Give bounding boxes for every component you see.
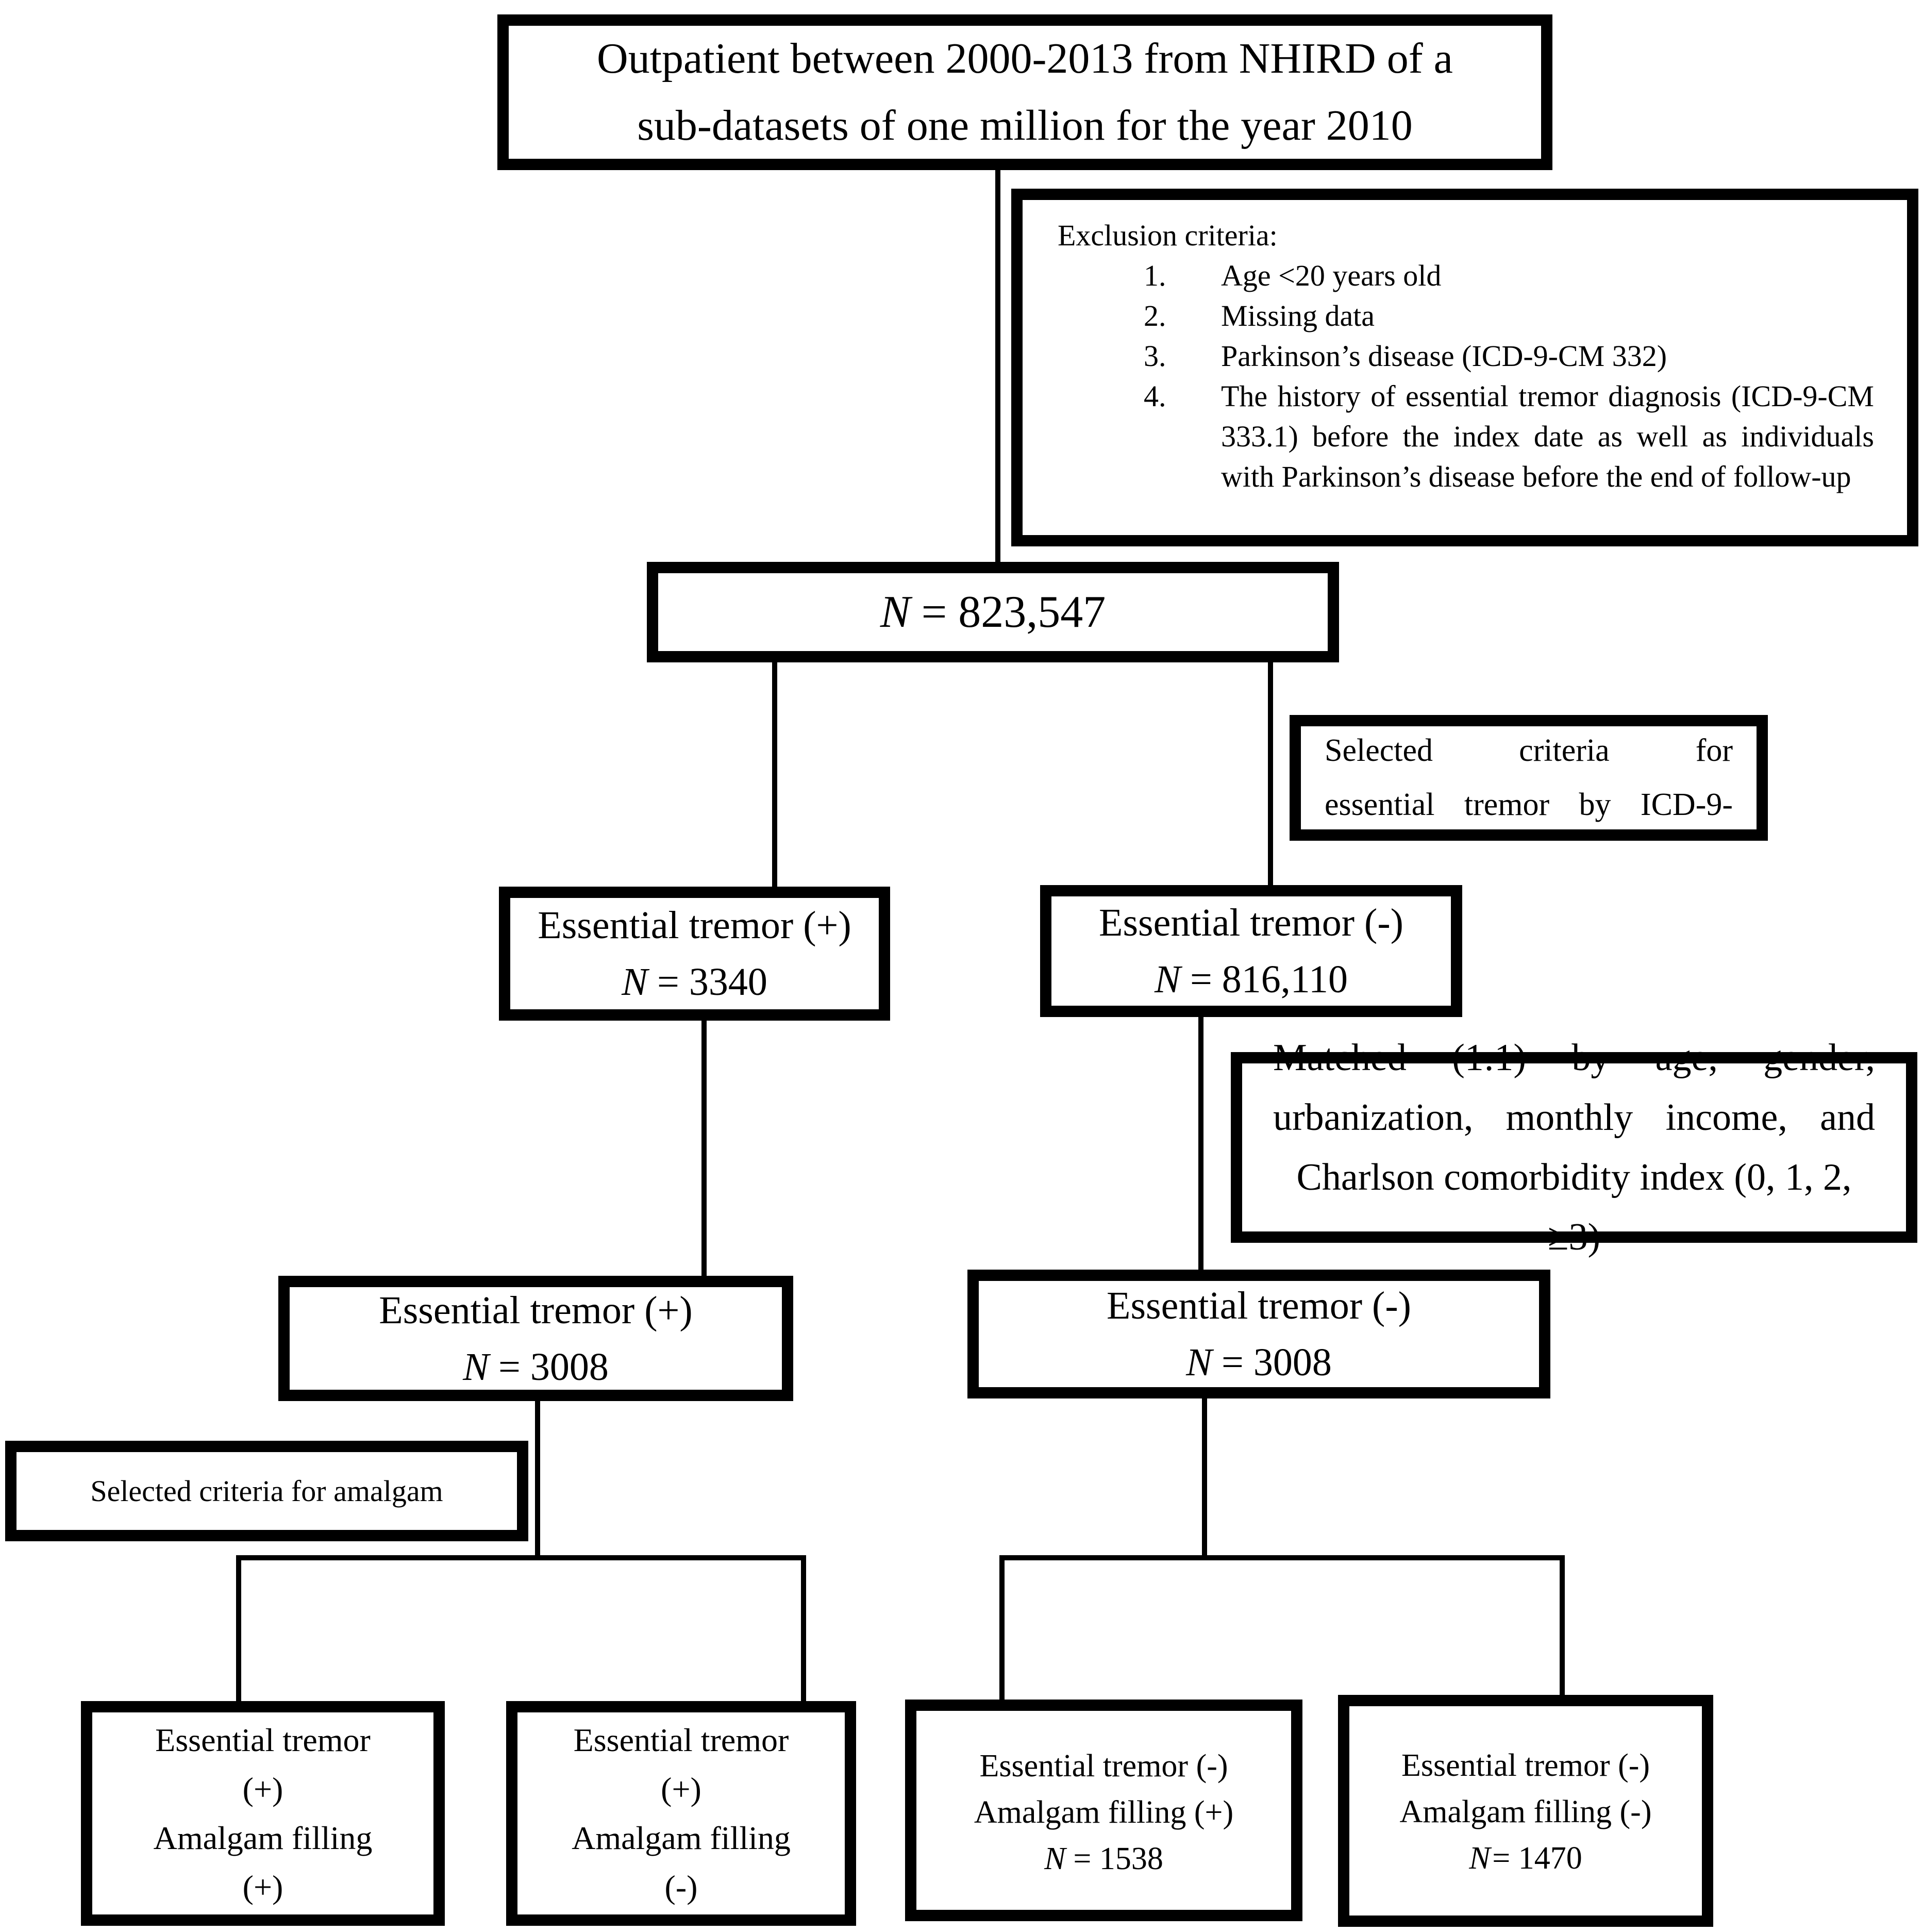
box-matched-criteria: Matched (1:1) by age, gender, urbanizati… <box>1231 1037 1917 1258</box>
exclusion-title: Exclusion criteria: <box>1058 219 1278 252</box>
selected-amalgam-text: Selected criteria for amalgam <box>90 1474 443 1508</box>
et-positive-3008-n: N= 3008 <box>463 1339 609 1395</box>
box-essential-tremor-positive-3340: Essential tremor (+) N= 3340 <box>499 887 890 1021</box>
et-positive-3340-n-symbol: N <box>622 960 648 1004</box>
et-neg-af-pos-n-number: = 1538 <box>1073 1841 1163 1876</box>
et-neg-af-pos-line2: Amalgam filling (+) <box>974 1795 1234 1830</box>
exclusion-item-3-number: 3. <box>1144 339 1166 373</box>
exclusion-item-1-text: Age <20 years old <box>1221 259 1442 292</box>
et-negative-816110-n-symbol: N <box>1155 958 1181 1001</box>
outpatient-source-line1: Outpatient between 2000-2013 from NHIRD … <box>597 35 1453 82</box>
n-total-number: = 823,547 <box>921 587 1106 637</box>
exclusion-item-4: 4. The history of essential tremor diagn… <box>1033 376 1876 497</box>
et-neg-af-neg-n: N= 1470 <box>1469 1835 1582 1881</box>
et-neg-af-pos-n-symbol: N <box>1044 1841 1066 1876</box>
et-negative-3008-title: Essential tremor (-) <box>1107 1284 1411 1327</box>
connector-right-branch-to-afpos <box>999 1555 1005 1705</box>
et-neg-af-neg-line2: Amalgam filling (-) <box>1399 1794 1652 1829</box>
box-et-positive-amalgam-negative: Essential tremor (+) Amalgam filling (-) <box>506 1701 856 1926</box>
et-neg-af-neg-n-number: = 1470 <box>1492 1841 1582 1876</box>
connector-right-branch-to-afneg <box>1560 1555 1565 1697</box>
et-pos-af-pos-line2: (+) <box>242 1771 283 1807</box>
exclusion-item-1-number: 1. <box>1144 259 1166 292</box>
connector-right-branch-horizontal <box>999 1555 1565 1560</box>
et-negative-816110-title: Essential tremor (-) <box>1099 901 1403 944</box>
matched-line3: Charlson comorbidity index (0, 1, 2, ≥3) <box>1296 1156 1852 1258</box>
box-selected-criteria-icd9: Selected criteria for essential tremor b… <box>1290 715 1768 841</box>
exclusion-item-4-text: The history of essential tremor diagnosi… <box>1221 379 1874 493</box>
et-pos-af-pos-line1: Essential tremor <box>155 1722 371 1758</box>
box-outpatient-source: Outpatient between 2000-2013 from NHIRD … <box>497 14 1552 170</box>
et-positive-3008-n-symbol: N <box>463 1345 489 1389</box>
box-selected-criteria-amalgam: Selected criteria for amalgam <box>5 1441 528 1541</box>
matched-line2: urbanization, monthly income, and <box>1273 1096 1875 1139</box>
et-negative-3008-n-number: = 3008 <box>1222 1341 1332 1384</box>
et-positive-3008-n-number: = 3008 <box>498 1345 609 1389</box>
et-negative-816110-n: N= 816,110 <box>1155 951 1348 1008</box>
connector-et816110-to-et3008 <box>1198 1014 1203 1272</box>
et-positive-3340-n: N= 3340 <box>622 954 767 1010</box>
et-pos-af-neg-line2: (+) <box>661 1771 701 1807</box>
et-pos-af-pos-line4: (+) <box>242 1869 283 1905</box>
et-negative-816110-n-number: = 816,110 <box>1190 958 1348 1001</box>
et-neg-af-neg-n-symbol: N <box>1469 1841 1491 1876</box>
box-n-total: N= 823,547 <box>647 562 1339 662</box>
connector-left-branch-to-afpos <box>236 1555 241 1704</box>
connector-etminus3008-down <box>1202 1396 1207 1560</box>
outpatient-source-line2: sub-datasets of one million for the year… <box>637 102 1413 149</box>
et-neg-af-pos-n: N= 1538 <box>1044 1836 1163 1882</box>
connector-left-branch-horizontal <box>236 1555 806 1560</box>
box-et-negative-amalgam-negative: Essential tremor (-) Amalgam filling (-)… <box>1338 1695 1713 1927</box>
et-negative-3008-n: N= 3008 <box>1186 1334 1332 1391</box>
n-total-symbol: N <box>880 587 911 637</box>
connector-left-branch-to-afneg <box>801 1555 806 1704</box>
connector-total-to-et-positive <box>772 660 777 889</box>
box-essential-tremor-positive-3008: Essential tremor (+) N= 3008 <box>278 1276 793 1401</box>
et-neg-af-neg-line1: Essential tremor (-) <box>1401 1748 1650 1783</box>
box-et-negative-amalgam-positive: Essential tremor (-) Amalgam filling (+)… <box>905 1700 1302 1921</box>
exclusion-item-3: 3. Parkinson’s disease (ICD-9-CM 332) <box>1033 336 1876 376</box>
et-positive-3340-title: Essential tremor (+) <box>538 904 851 947</box>
exclusion-item-2-text: Missing data <box>1221 299 1375 332</box>
et-negative-3008-n-symbol: N <box>1186 1341 1212 1384</box>
selected-icd9-line2: essential tremor by ICD-9- <box>1325 787 1733 822</box>
box-exclusion-criteria: Exclusion criteria: 1. Age <20 years old… <box>1011 189 1918 546</box>
exclusion-item-3-text: Parkinson’s disease (ICD-9-CM 332) <box>1221 339 1667 373</box>
exclusion-item-1: 1. Age <20 years old <box>1033 256 1876 296</box>
exclusion-item-4-number: 4. <box>1144 379 1166 413</box>
connector-et3340-to-et3008 <box>701 1018 707 1278</box>
exclusion-item-2-number: 2. <box>1144 299 1166 332</box>
connector-total-to-et-negative <box>1268 660 1273 888</box>
et-pos-af-neg-line3: Amalgam filling <box>572 1820 791 1856</box>
box-essential-tremor-negative-816110: Essential tremor (-) N= 816,110 <box>1040 885 1462 1017</box>
exclusion-item-2: 2. Missing data <box>1033 296 1876 336</box>
et-neg-af-pos-line1: Essential tremor (-) <box>979 1748 1228 1784</box>
et-pos-af-neg-line4: (-) <box>664 1869 698 1905</box>
et-pos-af-pos-line3: Amalgam filling <box>153 1820 373 1856</box>
box-essential-tremor-negative-3008: Essential tremor (-) N= 3008 <box>967 1270 1550 1398</box>
connector-etplus3008-down <box>535 1397 540 1560</box>
selected-icd9-line1: Selected criteria for <box>1325 733 1733 768</box>
connector-top-to-total <box>995 170 1000 564</box>
box-et-positive-amalgam-positive: Essential tremor (+) Amalgam filling (+) <box>81 1701 445 1926</box>
et-positive-3340-n-number: = 3340 <box>657 960 767 1004</box>
matched-line1: Matched (1:1) by age, gender, <box>1273 1037 1875 1079</box>
et-pos-af-neg-line1: Essential tremor <box>573 1722 789 1758</box>
et-positive-3008-title: Essential tremor (+) <box>379 1288 693 1332</box>
n-total-value: N= 823,547 <box>880 584 1106 641</box>
